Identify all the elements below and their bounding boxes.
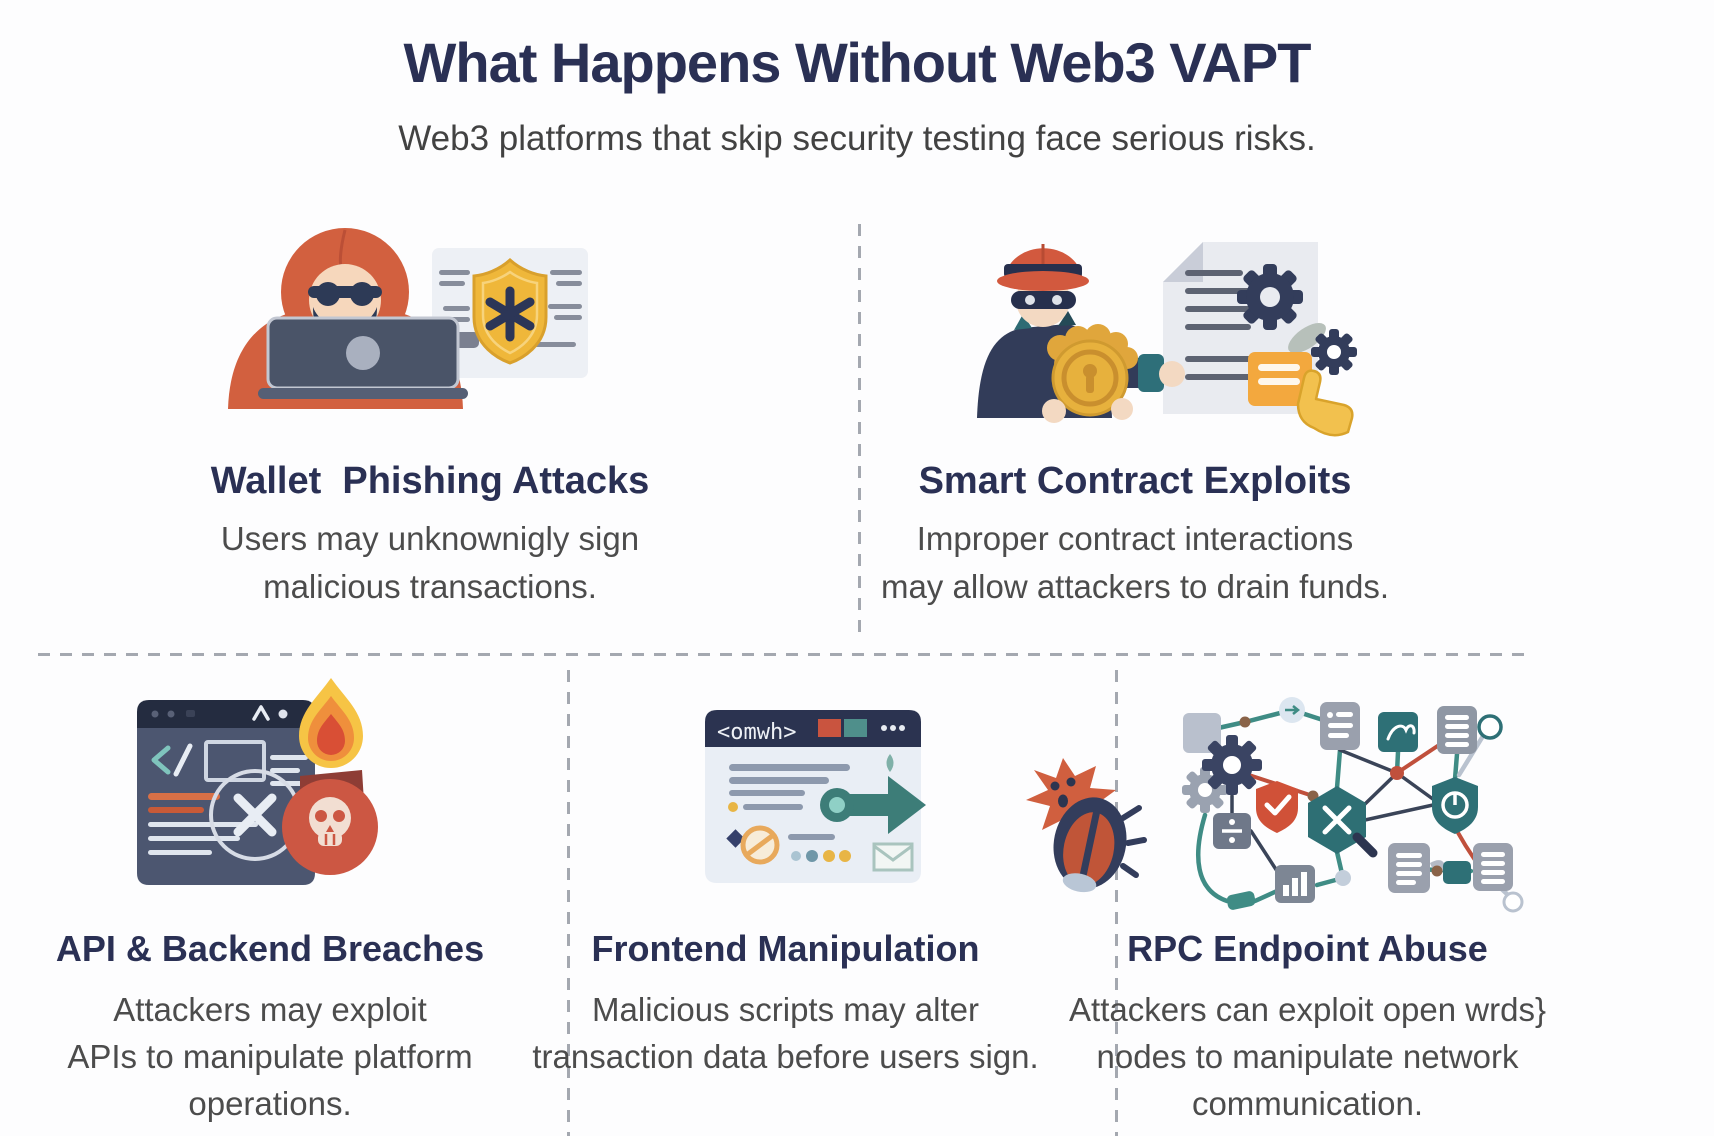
- panel-title-rpc-endpoint-abuse: RPC Endpoint Abuse: [1127, 928, 1488, 969]
- hexagon-node-icon: [1308, 786, 1378, 858]
- node-square: [1183, 713, 1221, 753]
- red-hat-icon: [997, 244, 1089, 291]
- panel-smart-contract-exploits: Smart Contract Exploits Improper contrac…: [835, 460, 1435, 611]
- envelope-icon: [872, 842, 914, 872]
- panel-desc-line: Malicious scripts may alter: [592, 991, 979, 1028]
- panel-desc-line: operations.: [188, 1085, 352, 1122]
- panel-desc-line: APIs to manipulate platform: [67, 1038, 473, 1075]
- gear-icon: [1237, 264, 1303, 330]
- frontend-manipulation-illustration: <omwh>: [705, 710, 1147, 893]
- divider-top-vertical: [858, 224, 861, 638]
- node-document-4: [1473, 843, 1513, 891]
- asterisk-icon: [485, 286, 535, 342]
- panel-desc-line: nodes to manipulate network: [1096, 1038, 1519, 1075]
- teal-shield-gauge-icon: [1432, 777, 1478, 834]
- navy-gear-icon: [1202, 735, 1262, 795]
- panel-title-smart-contract-exploits: Smart Contract Exploits: [918, 460, 1352, 502]
- skull-badge-icon: [282, 779, 378, 875]
- panel-desc-line: Attackers may exploit: [113, 991, 427, 1028]
- panel-rpc-endpoint-abuse: RPC Endpoint Abuse Attackers can exploit…: [1069, 928, 1546, 1127]
- arrow-icon: [820, 776, 926, 834]
- sticky-note-icon: [1248, 352, 1312, 406]
- hand-cursor-icon: [1296, 369, 1354, 437]
- divider-bottom-vertical-1: [567, 670, 570, 1136]
- panel-wallet-phishing: Wallet Phishing Attacks Users may unknow…: [130, 460, 730, 611]
- node-arrow-dot: [1279, 697, 1305, 723]
- panel-desc-line: may allow attackers to drain funds.: [880, 568, 1390, 605]
- sunglasses-icon: [308, 282, 382, 306]
- network-edges: [1195, 707, 1511, 904]
- small-gear-icon: [1311, 329, 1357, 375]
- blocked-icon: [740, 825, 780, 865]
- cable-connector: [1226, 891, 1256, 910]
- red-shield-check-icon: [1256, 781, 1298, 833]
- panel-desc-line: malicious transactions.: [263, 568, 597, 605]
- magnifier-icon: [1477, 714, 1503, 740]
- panel-frontend-manipulation: Frontend Manipulation Malicious scripts …: [532, 928, 1038, 1080]
- panel-title-wallet-phishing: Wallet Phishing Attacks: [210, 460, 650, 502]
- panel-desc-line: transaction data before users sign.: [532, 1038, 1039, 1075]
- browser-tag-text: <omwh>: [717, 720, 796, 745]
- pin-circle: [1502, 891, 1524, 913]
- masked-thief-icon: [977, 244, 1185, 423]
- panel-title-api-backend-breaches: API & Backend Breaches: [55, 928, 485, 969]
- divider-bottom-vertical-2: [1115, 670, 1118, 1136]
- divide-node-icon: [1213, 813, 1251, 849]
- hooded-hacker-icon: [228, 228, 468, 409]
- panel-desc-line: Attackers can exploit open wrds}: [1069, 991, 1546, 1028]
- rpc-network-illustration: [1182, 697, 1524, 913]
- code-window-icon: [137, 700, 315, 885]
- node-teal-small: [1443, 861, 1471, 884]
- header: What Happens Without Web3 VAPT Web3 plat…: [0, 0, 1714, 159]
- node-teal-square: [1378, 712, 1418, 752]
- node-document-1: [1320, 702, 1360, 750]
- burglar-mask-icon: [1011, 291, 1076, 309]
- bug-icon: [1026, 758, 1147, 893]
- wallet-phishing-illustration: [228, 228, 588, 409]
- gold-coin-icon: [1047, 324, 1138, 417]
- browser-window-icon: <omwh>: [705, 710, 921, 883]
- smart-contract-illustration: [977, 242, 1357, 437]
- panel-desc-line: Improper contract interactions: [916, 520, 1354, 557]
- laptop-icon: [258, 316, 468, 399]
- flame-icon: [299, 678, 363, 768]
- panel-api-backend-breaches: API & Backend Breaches Attackers may exp…: [20, 928, 520, 1127]
- contract-document-icon: [1163, 242, 1357, 437]
- divider-horizontal: [38, 653, 1524, 656]
- gold-shield-icon: [472, 257, 548, 365]
- panel-desc-line: Users may unknownigly sign: [220, 520, 640, 557]
- chart-node-icon: [1275, 865, 1315, 903]
- page-title: What Happens Without Web3 VAPT: [403, 31, 1312, 94]
- node-document-2: [1437, 706, 1477, 754]
- panel-desc-line: communication.: [1191, 1085, 1424, 1122]
- api-breach-illustration: [137, 678, 378, 885]
- password-shield-card-icon: [432, 248, 588, 378]
- page-subtitle: Web3 platforms that skip security testin…: [398, 119, 1316, 158]
- panel-title-frontend-manipulation: Frontend Manipulation: [591, 928, 980, 969]
